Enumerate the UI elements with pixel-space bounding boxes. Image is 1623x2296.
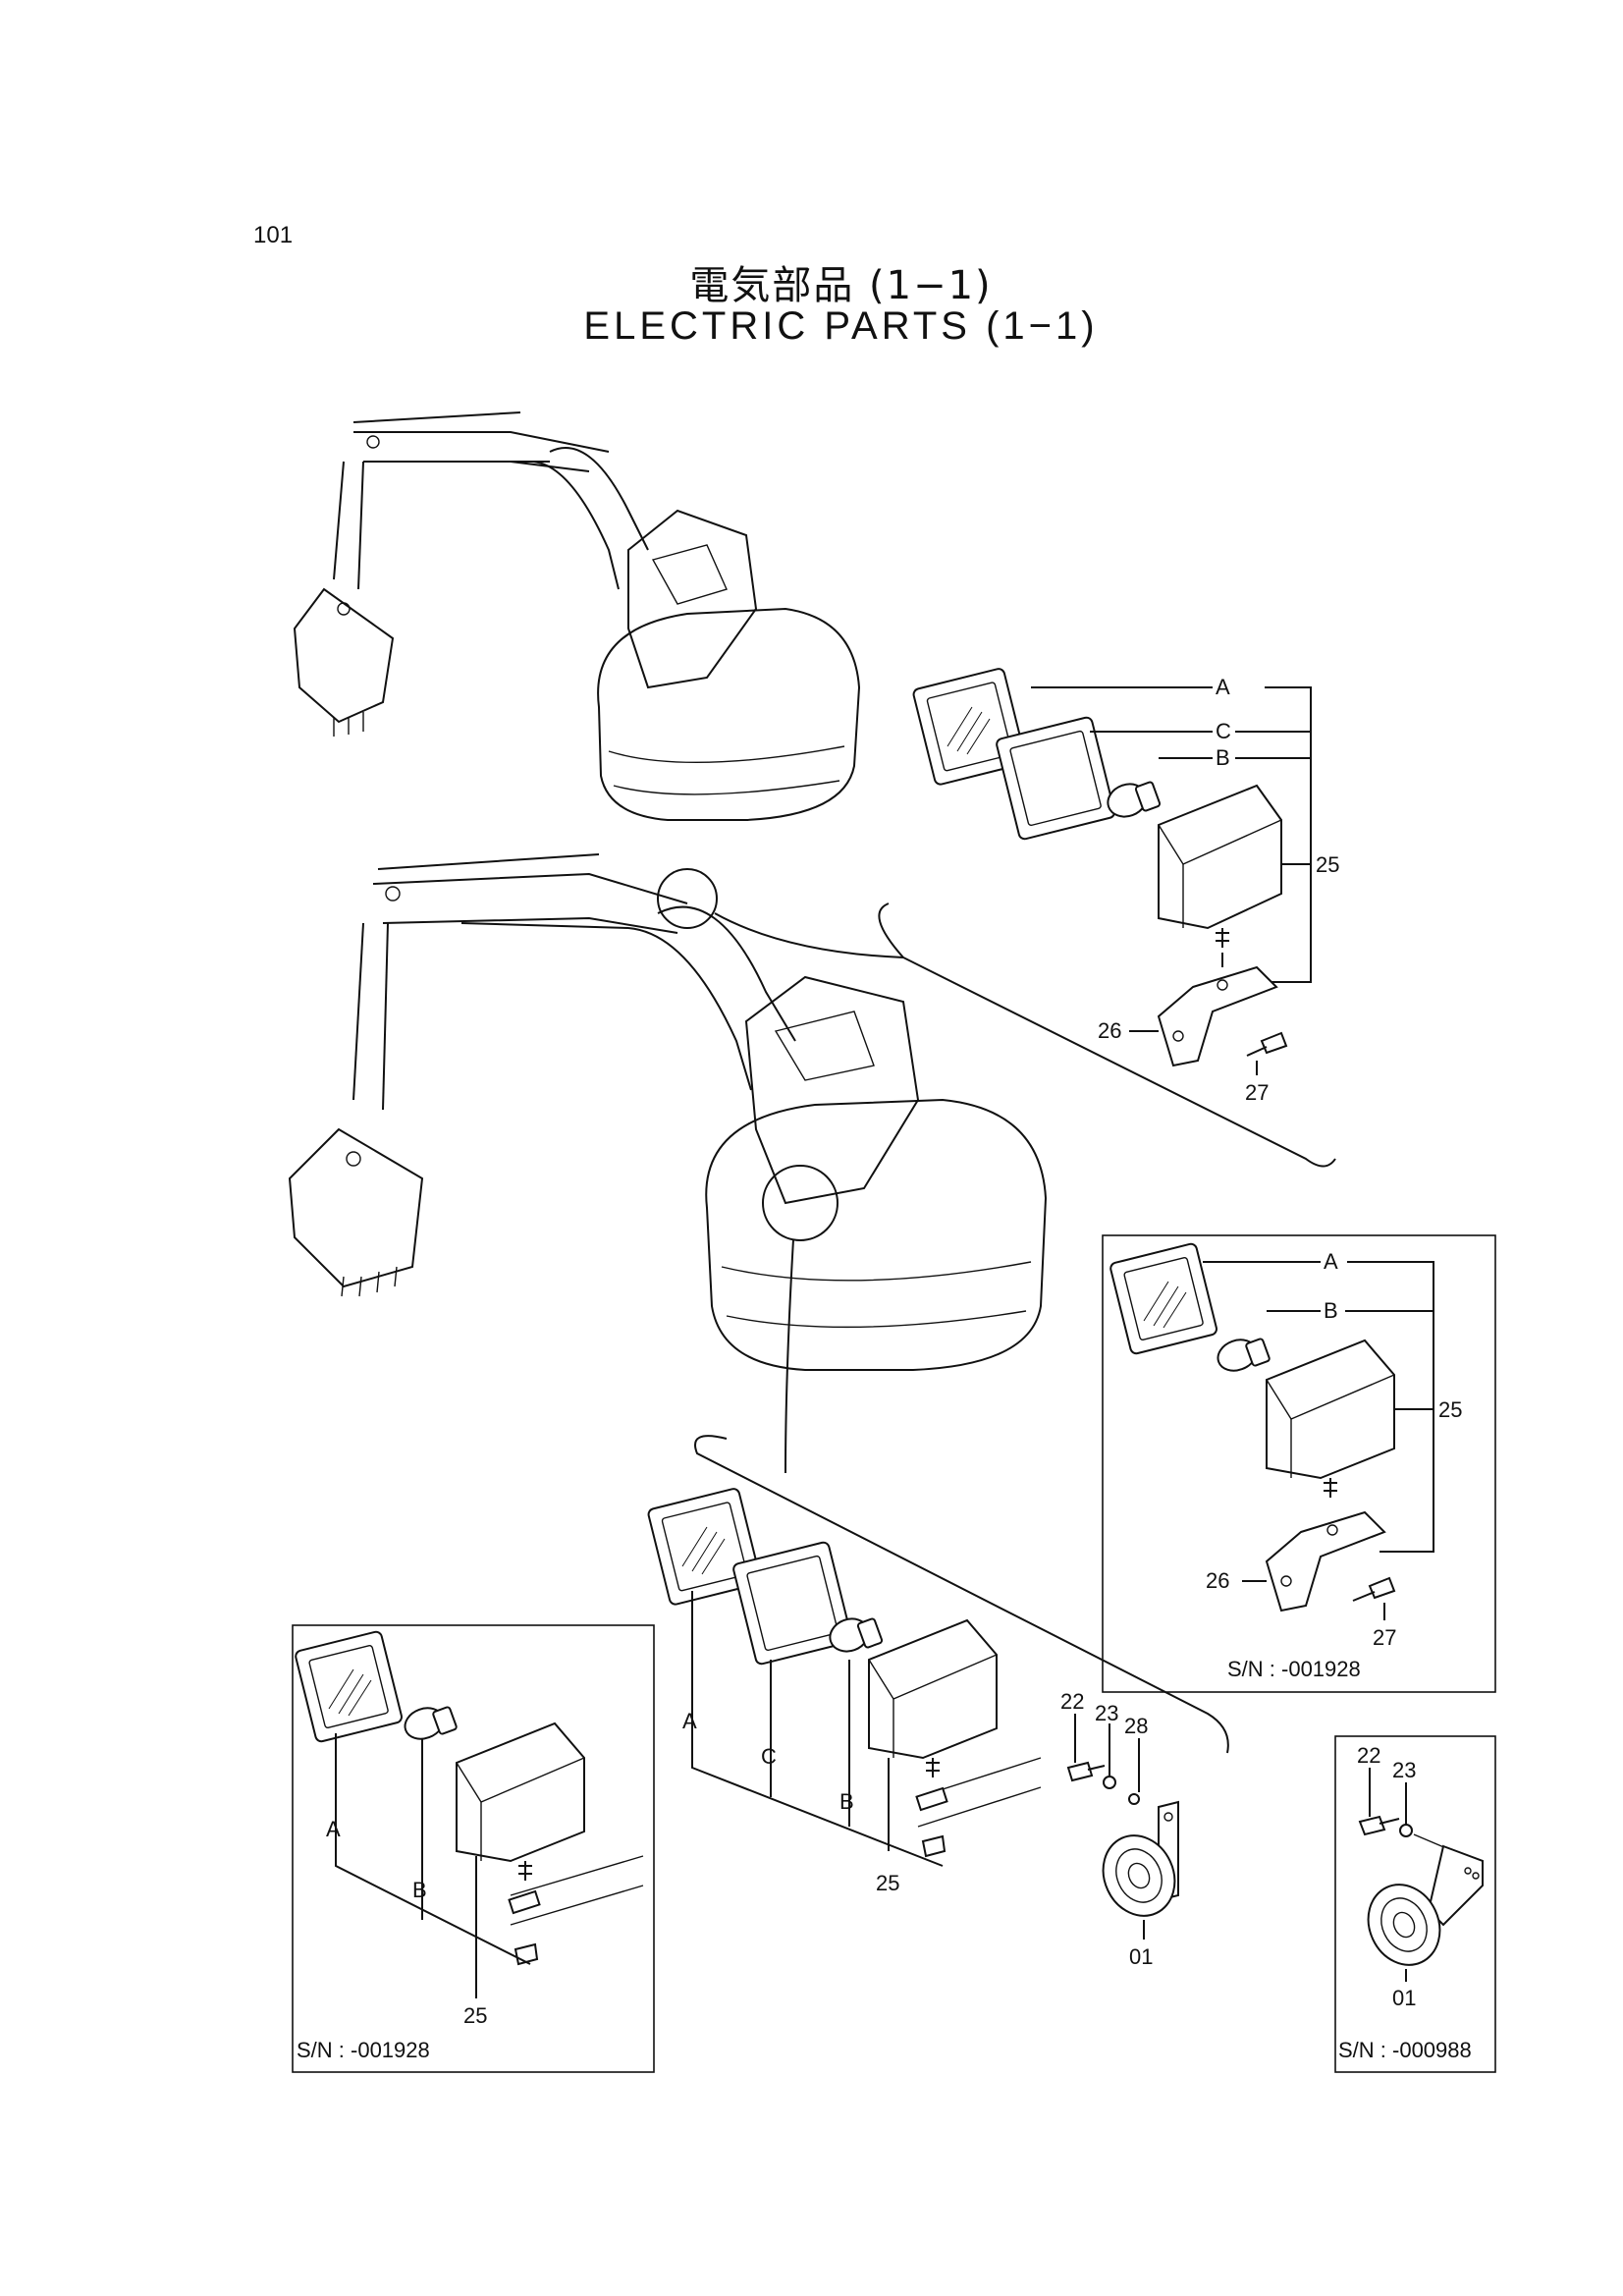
page-title-japanese: 電気部品 (1−1) xyxy=(689,263,993,308)
inset-horn: 22 23 01 S/N : -000988 xyxy=(1334,1735,1496,2073)
horn-inset-serial: S/N : -000988 xyxy=(1338,2038,1472,2062)
lower-callout-22: 22 xyxy=(1060,1689,1084,1714)
page-number: 101 xyxy=(253,222,294,248)
lower-callout-23: 23 xyxy=(1095,1701,1118,1725)
inset-left-callout-A: A xyxy=(326,1817,341,1841)
lower-callout-01: 01 xyxy=(1129,1944,1153,1969)
inset-right-callout-27: 27 xyxy=(1373,1625,1396,1650)
inset-right-callout-25: 25 xyxy=(1438,1397,1462,1422)
inset-right-callout-A: A xyxy=(1324,1249,1338,1274)
cab-light-detail-circle xyxy=(762,1165,839,1241)
horn-inset-callout-01: 01 xyxy=(1392,1986,1416,2010)
page-title-english: ELECTRIC PARTS (1−1) xyxy=(583,304,1099,348)
inset-left-callout-25: 25 xyxy=(463,2003,487,2028)
inset-left-light: A B 25 S/N : -001928 xyxy=(292,1624,655,2073)
lower-callout-B: B xyxy=(839,1789,854,1814)
inset-right-serial: S/N : -001928 xyxy=(1227,1657,1361,1681)
excavator-overview-middle xyxy=(288,853,1048,1474)
callout-25: 25 xyxy=(1316,852,1339,877)
lower-callout-25: 25 xyxy=(876,1871,899,1895)
boom-light-detail-circle xyxy=(657,868,718,929)
callout-26: 26 xyxy=(1098,1018,1121,1043)
inset-left-serial: S/N : -001928 xyxy=(297,2038,430,2062)
inset-right-callout-26: 26 xyxy=(1206,1568,1229,1593)
horn-inset-callout-23: 23 xyxy=(1392,1758,1416,1782)
inset-right-light: A B 25 26 27 S/N : -001928 xyxy=(1102,1234,1496,1693)
lower-callout-C: C xyxy=(761,1744,777,1769)
inset-right-callout-B: B xyxy=(1324,1298,1338,1323)
boom-light-detail: A C B 25 26 27 xyxy=(878,668,1339,1168)
callout-A: A xyxy=(1216,675,1230,699)
lower-callout-28: 28 xyxy=(1124,1714,1148,1738)
excavator-overview-top xyxy=(293,411,861,821)
callout-27: 27 xyxy=(1245,1080,1269,1105)
horn-inset-callout-22: 22 xyxy=(1357,1743,1380,1768)
lower-callout-A: A xyxy=(682,1709,697,1733)
callout-C: C xyxy=(1216,719,1231,743)
inset-left-callout-B: B xyxy=(412,1878,427,1902)
cab-light-horn-detail: A C B 25 22 23 28 01 xyxy=(647,1435,1229,1969)
callout-B: B xyxy=(1216,745,1230,770)
